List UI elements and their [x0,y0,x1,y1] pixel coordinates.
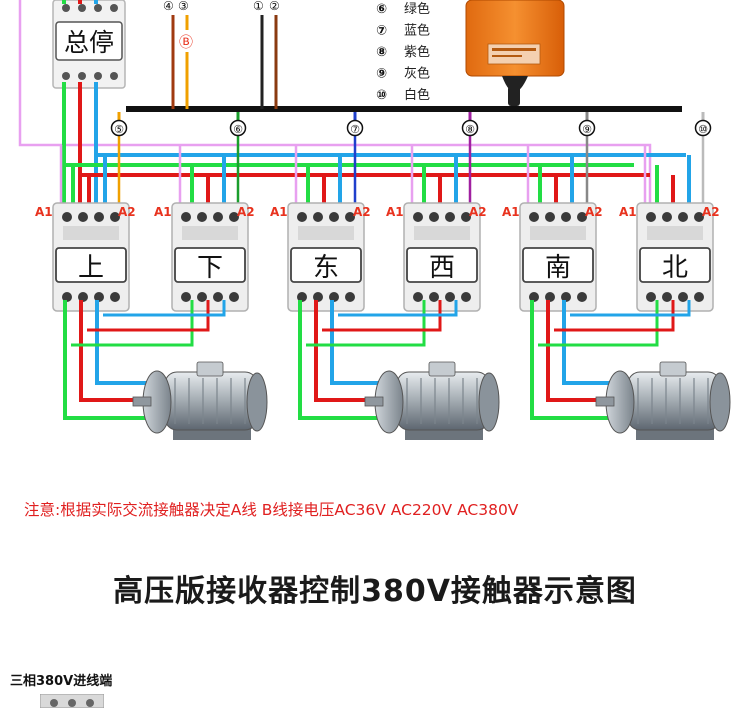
coil-a1-label: A1 [502,205,520,219]
bus-terminal-number: ⑨ [582,123,592,136]
legend-color-name: 灰色 [404,66,430,82]
contactor: 西 A1 A2 [386,155,487,312]
control-drop-wires: ⑤ ⑥ ⑦ ⑧ ⑨ ⑩ [59,112,712,212]
legend-color-name: 绿色 [404,1,430,17]
terminal-marker-2: ② [269,0,280,13]
terminal-marker-3: ③ [178,0,189,13]
main-stop-contactor: 总停 [52,0,126,89]
contactor-label: 下 [197,253,223,283]
contactor-label: 上 [78,253,104,283]
legend-color-name: 蓝色 [404,23,430,39]
legend-color-name: 白色 [404,87,430,103]
bus-terminal [229,119,247,137]
direction-contactors: 上 A1 A2 下 A1 A2 东 A1 A2 西 A1 A2 南 A1 A2 北 A1 A2 [35,155,720,312]
motor [595,361,731,440]
contactor: 南 A1 A2 [502,155,603,312]
bus-terminal-number: ⑦ [350,123,360,136]
coil-a1-label: A1 [619,205,637,219]
terminal-marker-4: ④ [163,0,174,13]
contactor-label: 西 [429,253,455,283]
contactor-label: 北 [662,253,688,283]
contactor: 北 A1 A2 [619,155,720,312]
coil-a2-label: A2 [237,205,255,219]
coil-a2-label: A2 [702,205,720,219]
bus-terminal [694,119,712,137]
main-stop-label: 总停 [64,28,114,57]
three-phase-input-label: 三相380V进线端 [10,674,113,689]
coil-a1-label: A1 [270,205,288,219]
contactor: 上 A1 A2 [35,155,136,312]
receiver-box [465,0,565,106]
contactor: 下 A1 A2 [154,155,255,312]
motor [132,361,268,440]
legend-number: ⑩ [376,88,387,103]
contactor: 东 A1 A2 [270,155,371,312]
bus-terminal [461,119,479,137]
legend-number: ⑨ [376,67,387,82]
bus-terminal [346,119,364,137]
motors [132,361,731,440]
input-terminal-block [40,694,104,708]
motor-wires [63,300,691,420]
bus-terminal-number: ⑥ [233,123,243,136]
coil-a2-label: A2 [118,205,136,219]
wiring-diagram-svg: 总停 ④ ③ ① ② Ⓑ ⑥ 绿色 ⑦ 蓝色 ⑧ 紫色 ⑨ 灰色 ⑩ 白色 [18,0,731,440]
coil-a1-label: A1 [35,205,53,219]
bus-terminal [110,119,128,137]
legend-number: ⑦ [376,24,387,39]
wire-color-legend: ⑥ 绿色 ⑦ 蓝色 ⑧ 紫色 ⑨ 灰色 ⑩ 白色 [376,1,430,103]
b-line-marker: Ⓑ [179,35,193,51]
coil-a1-label: A1 [386,205,404,219]
bus-terminal [578,119,596,137]
legend-color-name: 紫色 [404,44,430,60]
contactor-label: 东 [313,253,339,283]
bus-terminal-number: ⑩ [698,123,708,136]
bus-terminal-number: ⑤ [114,123,124,136]
coil-a2-label: A2 [585,205,603,219]
coil-a2-label: A2 [469,205,487,219]
diagram-title: 高压版接收器控制380V接触器示意图 [113,574,637,609]
contactor-label: 南 [545,253,571,283]
coil-a1-label: A1 [154,205,172,219]
legend-number: ⑧ [376,45,387,60]
motor [364,361,500,440]
legend-number: ⑥ [376,2,387,17]
bus-terminal-number: ⑧ [465,123,475,136]
coil-a2-label: A2 [353,205,371,219]
voltage-note: 注意:根据实际交流接触器决定A线 B线接电压AC36V AC220V AC380… [24,501,519,519]
terminal-marker-1: ① [253,0,264,13]
